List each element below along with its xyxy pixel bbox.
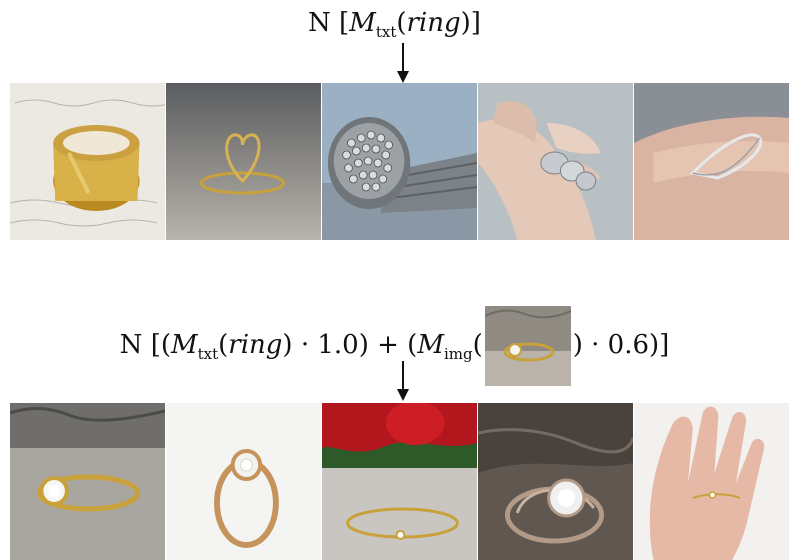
result-image-gold-heart-ring xyxy=(166,83,322,240)
open-bracket: [ xyxy=(339,8,350,38)
normalize-symbol: N xyxy=(119,330,143,360)
result-image-gold-ring-on-hand xyxy=(634,403,789,560)
result-image-gold-bezel-diamond-ring xyxy=(10,403,166,560)
image-embedding-subscript: img xyxy=(443,345,473,363)
text-embedding-subscript: txt xyxy=(375,23,397,41)
result-image-silver-beaded-ring xyxy=(322,83,478,240)
ornate-diamond-ring-on-wood-photo-icon xyxy=(478,403,633,560)
query-image-thumbnail xyxy=(484,306,571,386)
down-arrow-icon xyxy=(397,361,409,401)
thin-silver-open-ring-on-hand-photo-icon xyxy=(634,83,789,240)
thin-gold-ring-with-red-flower-photo-icon xyxy=(322,403,477,560)
text-only-results xyxy=(10,83,789,240)
text-embedding-symbol: M xyxy=(349,8,376,38)
gold-ring-on-hand-photo-icon xyxy=(634,403,789,560)
rose-gold-solitaire-ring-photo-icon xyxy=(166,403,321,560)
multimodal-results xyxy=(10,403,789,560)
gold-solitaire-ring-photo-icon xyxy=(484,306,571,386)
silver-beaded-ring-photo-icon xyxy=(322,83,477,240)
down-arrow-icon xyxy=(397,43,409,83)
gold-bezel-diamond-ring-photo-icon xyxy=(10,403,165,560)
text-embedding-symbol: M xyxy=(170,330,198,360)
gold-heart-ring-photo-icon xyxy=(166,83,321,240)
result-image-gold-ring-red-flower xyxy=(322,403,478,560)
wide-gold-band-photo-icon xyxy=(10,83,165,240)
result-image-thin-silver-open-ring xyxy=(634,83,789,240)
text-query-word: ring xyxy=(406,8,461,38)
result-image-rose-gold-solitaire xyxy=(166,403,322,560)
text-weight-term: · 1.0) + ( xyxy=(300,330,418,360)
result-image-silver-pebble-ring xyxy=(478,83,634,240)
multimodal-query-formula: N [(Mtxt(ring) · 1.0) + (Mimg() · 0.6)] xyxy=(0,306,789,386)
text-query-formula: N [Mtxt(ring)] xyxy=(308,8,481,41)
close-bracket: ] xyxy=(470,8,481,38)
open-bracket: [( xyxy=(150,330,171,360)
image-embedding-symbol: M xyxy=(417,330,444,360)
result-image-wide-gold-band xyxy=(10,83,166,240)
silver-pebble-ring-on-hand-photo-icon xyxy=(478,83,633,240)
result-image-ornate-diamond-ring xyxy=(478,403,634,560)
normalize-symbol: N xyxy=(308,8,331,38)
image-weight-term: ) · 0.6)] xyxy=(572,330,670,360)
text-query-word: ring xyxy=(228,330,283,360)
text-embedding-subscript: txt xyxy=(197,345,219,363)
